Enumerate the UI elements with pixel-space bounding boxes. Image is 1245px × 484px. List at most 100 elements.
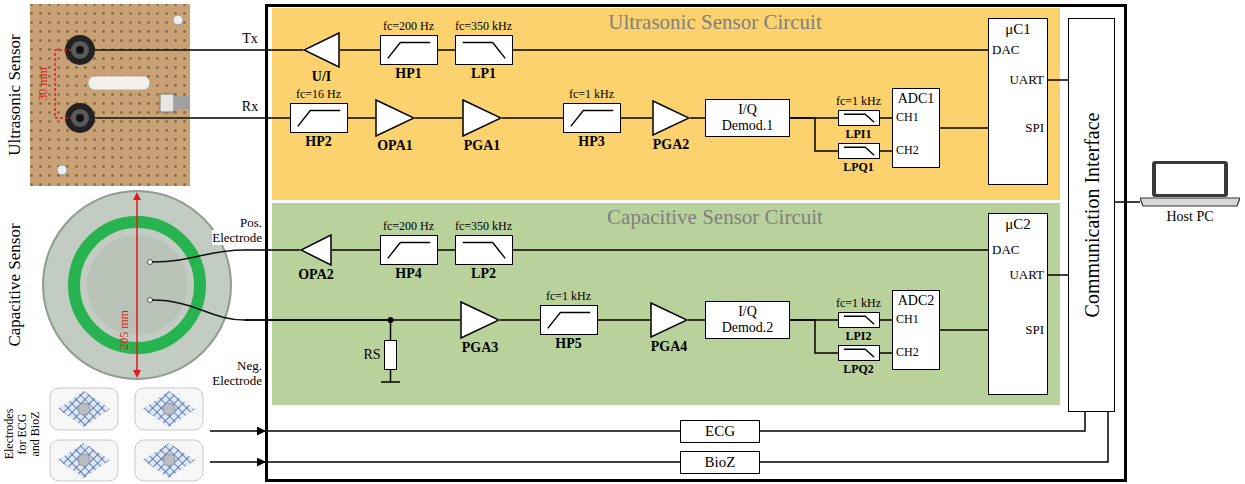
filter-symbol — [839, 346, 879, 360]
block-name: LPI1 — [845, 127, 871, 141]
filter-box: fc=200 HzHP1 — [380, 35, 438, 65]
amplifier-outline — [462, 99, 502, 137]
electrodes-photo — [50, 388, 203, 481]
block-name: PGA2 — [653, 137, 690, 152]
system-frame — [267, 6, 1126, 481]
resistor-symbol: RS — [384, 340, 397, 370]
signal-wire — [190, 117, 290, 119]
electrode-pattern — [58, 391, 110, 427]
text-slot: PGA4 — [600, 339, 738, 355]
text-slot: UART — [992, 267, 1044, 283]
electrode-pad — [135, 440, 203, 481]
signal-wire — [513, 49, 988, 51]
text-slot: Ultrasonic Sensor Circuit — [515, 10, 915, 34]
transducer-ring — [71, 41, 89, 59]
filter-curve — [388, 243, 430, 259]
signal-wire — [190, 49, 303, 51]
filter-symbol — [291, 104, 347, 132]
text-slot: CH2 — [896, 345, 936, 360]
text-slot: PGA1 — [412, 138, 552, 154]
text-slot: 205 mm — [117, 310, 131, 350]
amplifier-triangle-shape — [301, 235, 331, 265]
signal-label: Rx — [242, 99, 258, 114]
electrode-pattern — [58, 443, 110, 478]
filter-box: fc=1 kHzLPI1 — [838, 110, 880, 126]
block-name: fc=350 kHz — [455, 219, 512, 233]
electrode-snap — [163, 454, 175, 466]
dimension-line — [136, 196, 138, 374]
block-name: LPI2 — [845, 329, 871, 343]
electrode-pattern — [143, 443, 195, 478]
block-name: BioZ — [705, 454, 736, 471]
signal-wire — [500, 319, 540, 321]
block-name: I/Q Demod.1 — [718, 102, 778, 134]
dimension-label: 30 mm — [36, 67, 50, 101]
text-slot: 30 mm — [36, 67, 50, 101]
amplifier-triangle-shape — [463, 100, 501, 136]
electrode-label: Neg. Electrode — [212, 358, 262, 388]
electrode-label: Pos. Electrode — [212, 215, 262, 245]
block-name: HP4 — [395, 266, 421, 281]
text-slot: HP3 — [513, 134, 671, 150]
text-slot: RS — [351, 347, 381, 363]
signal-wire — [940, 127, 988, 129]
filter-box: LPQ2 — [838, 345, 880, 361]
block-name: fc=16 Hz — [296, 87, 341, 101]
amplifier-triangle: OPA1 — [375, 99, 415, 137]
amplifier-triangle-shape — [461, 302, 499, 338]
text-slot: Rx — [236, 99, 264, 115]
dimension-label: 205 mm — [117, 310, 131, 350]
filter-curve — [463, 43, 505, 59]
filter-curve — [844, 114, 874, 122]
interface-box: Communication Interface — [1068, 18, 1115, 412]
text-slot: PGA3 — [410, 340, 550, 356]
pin-name: μC1 — [1005, 21, 1031, 37]
signal-wire — [210, 430, 680, 432]
ultrasonic-sensor-photo — [30, 4, 190, 186]
resistor-name: RS — [363, 347, 380, 362]
lead-point — [148, 298, 153, 303]
text-slot: DAC — [992, 42, 1044, 58]
chip-box: ADC1CH1CH2 — [892, 88, 940, 168]
sensor-disc — [43, 191, 231, 379]
text-slot: OPA1 — [325, 138, 465, 154]
filter-curve — [844, 349, 874, 357]
text-slot: Electrodes for ECG and BioZ — [3, 406, 42, 462]
perfboard — [30, 4, 190, 186]
text-slot: μC1 — [992, 20, 1044, 38]
connector — [160, 94, 174, 112]
text-slot: Tx — [236, 31, 264, 47]
text-slot: fc=16 Hz — [240, 87, 398, 101]
mounting-slot — [88, 76, 150, 90]
amplifier-triangle-shape — [653, 101, 689, 135]
text-slot: UART — [992, 72, 1044, 88]
filter-box: fc=1 kHzHP5 — [540, 305, 598, 335]
filter-symbol — [839, 111, 879, 125]
transducer — [65, 103, 95, 133]
process-box: I/Q Demod.1 — [705, 99, 790, 137]
chip-box: μC1DAC UART SPI — [988, 18, 1048, 185]
process-box: I/Q Demod.2 — [705, 301, 790, 339]
pin-name: SPI — [1025, 120, 1044, 135]
laptop-base — [1140, 198, 1240, 206]
sensor-title: Ultrasonic Sensor — [5, 34, 24, 155]
signal-wire — [621, 117, 652, 119]
signal-wire — [790, 118, 838, 151]
signal-label: Tx — [242, 31, 258, 46]
signal-wire — [332, 249, 380, 251]
process-box: BioZ — [680, 451, 760, 474]
block-name: HP5 — [555, 336, 581, 351]
filter-symbol — [541, 306, 597, 334]
text-slot: HP1 — [330, 66, 488, 82]
amplifier-triangle: OPA2 — [300, 234, 332, 266]
amplifier-outline — [303, 32, 340, 68]
block-name: LPQ2 — [843, 362, 874, 376]
text-slot: LP2 — [405, 266, 563, 282]
ground-symbol — [381, 370, 400, 382]
signal-wire — [760, 412, 1085, 431]
amplifier-outline — [460, 301, 500, 339]
text-slot: U/I — [253, 69, 390, 85]
text-slot: Host PC — [1110, 209, 1245, 225]
electrode-pad — [135, 388, 203, 430]
signal-wire — [880, 319, 892, 321]
